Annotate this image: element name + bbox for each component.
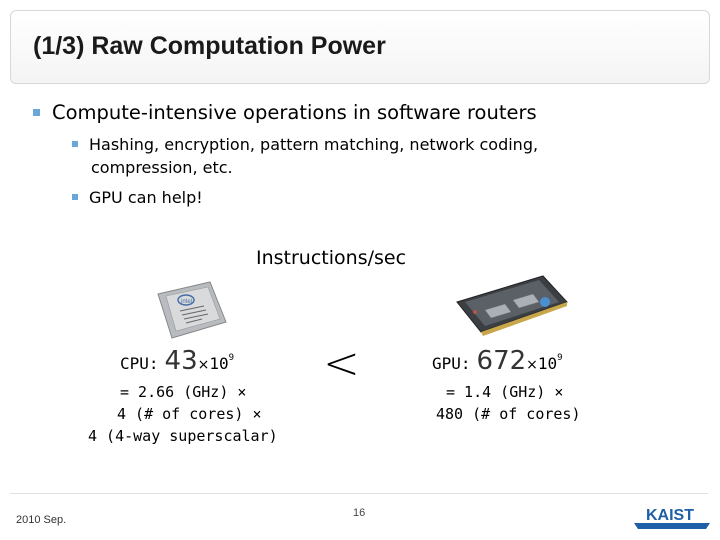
- kaist-logo-text: KAIST: [646, 507, 694, 524]
- svg-text:intel: intel: [181, 299, 192, 305]
- cpu-base: 10: [209, 354, 229, 373]
- cpu-exponent: 9: [228, 353, 235, 363]
- gpu-calc-line-2: 480 (# of cores): [436, 405, 581, 423]
- page-number: 16: [353, 507, 366, 519]
- cpu-calc-line-3: 4 (4-way superscalar): [88, 427, 278, 445]
- bullet-main: Compute-intensive operations in software…: [33, 101, 537, 124]
- title-box: [10, 10, 710, 84]
- bullet-square-icon: [33, 108, 40, 116]
- bullet-sub-2: GPU can help!: [72, 188, 203, 207]
- bullet-sub-1-text: Hashing, encryption, pattern matching, n…: [89, 135, 539, 154]
- cpu-calc-line-1: = 2.66 (GHz) ×: [120, 383, 247, 401]
- gpu-label: GPU:: [432, 354, 471, 373]
- gpu-exponent: 9: [557, 353, 563, 363]
- bullet-main-text: Compute-intensive operations in software…: [52, 101, 537, 124]
- instructions-label: Instructions/sec: [256, 247, 407, 269]
- gpu-card-image: [456, 275, 568, 336]
- bullet-sub-1: Hashing, encryption, pattern matching, n…: [72, 135, 538, 154]
- footer-divider: [10, 493, 708, 494]
- cpu-calc-line-2: 4 (# of cores) ×: [117, 405, 262, 423]
- cpu-chip-image: intel: [157, 281, 227, 339]
- gpu-value: 672: [476, 346, 527, 376]
- gpu-power: 109: [537, 353, 563, 373]
- footer-date: 2010 Sep.: [16, 514, 67, 526]
- cpu-power: 109: [209, 353, 235, 373]
- cpu-label: CPU:: [120, 354, 159, 373]
- kaist-logo: KAIST: [634, 507, 710, 529]
- bullet-square-icon: [72, 141, 78, 147]
- bullet-sub-2-text: GPU can help!: [89, 188, 203, 207]
- bullet-sub-1-cont: compression, etc.: [91, 158, 233, 177]
- comparison-symbol: <: [323, 338, 360, 389]
- gpu-calc-line-1: = 1.4 (GHz) ×: [446, 383, 564, 401]
- bullet-square-icon: [72, 194, 78, 200]
- gpu-value-line: GPU: 672×109: [432, 346, 563, 376]
- cpu-times: ×: [197, 357, 210, 373]
- gpu-base: 10: [537, 354, 558, 373]
- gpu-times: ×: [526, 357, 538, 373]
- slide-title: (1/3) Raw Computation Power: [33, 32, 386, 60]
- cpu-value: 43: [164, 346, 198, 376]
- cpu-value-line: CPU: 43×109: [120, 346, 234, 376]
